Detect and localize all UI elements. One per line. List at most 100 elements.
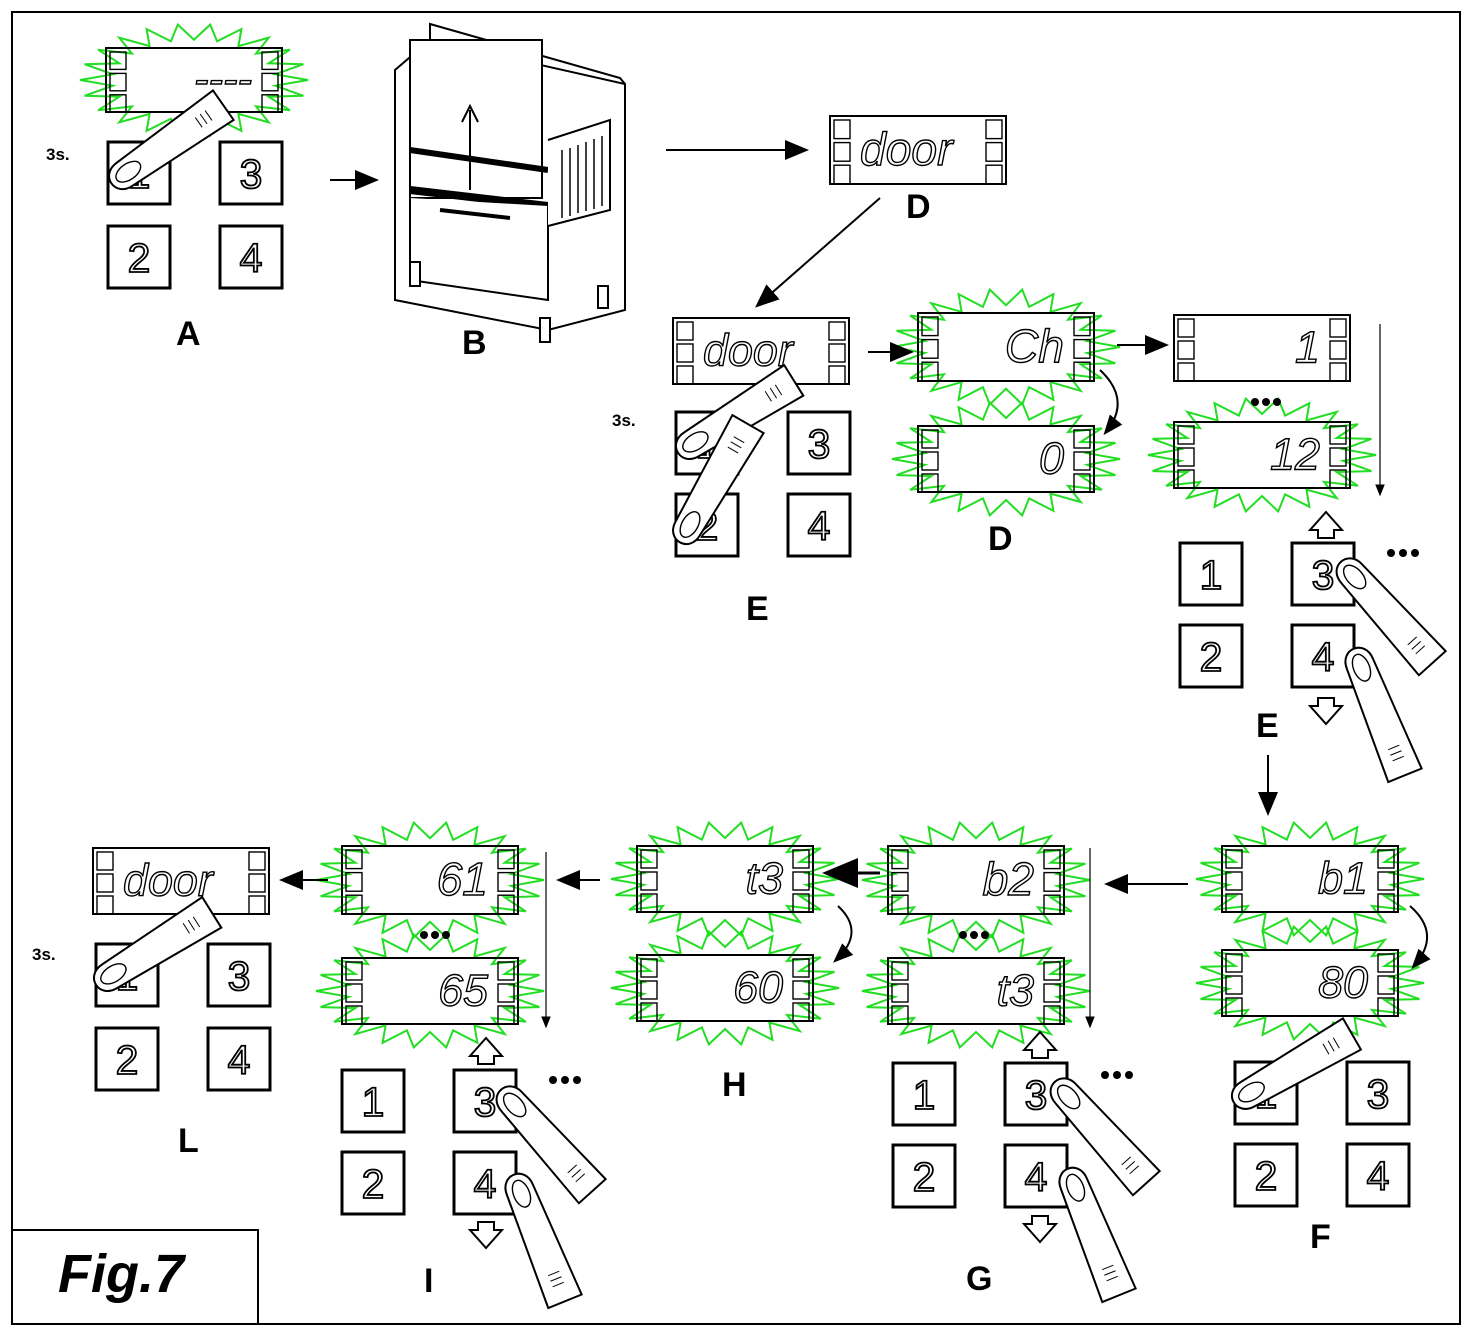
flash-burst (1195, 820, 1425, 938)
key-frame (1233, 1142, 1299, 1208)
display-text: 0 (1039, 433, 1064, 484)
indicator-right (1377, 953, 1395, 973)
key-2[interactable]: 2 (891, 1143, 957, 1209)
indicator-right (248, 895, 266, 915)
finger-lines (1322, 1037, 1340, 1055)
indicator-right (1043, 894, 1061, 915)
indicator-left (640, 849, 658, 869)
indicator-right (828, 343, 846, 363)
finger-lines (194, 110, 213, 128)
indicator-left (921, 451, 939, 471)
key-3[interactable]: 3 (1003, 1061, 1069, 1127)
key-4[interactable]: 4 (1345, 1142, 1411, 1208)
key-number: 2 (1200, 634, 1223, 680)
hold-time-label: 3s. (32, 945, 56, 964)
key-3[interactable]: 3 (1345, 1060, 1411, 1126)
key-frame (218, 224, 284, 290)
key-2[interactable]: 2 (1178, 623, 1244, 689)
display-frame (341, 845, 519, 915)
indicator-left (921, 316, 939, 337)
key-3[interactable]: 3 (1290, 541, 1356, 607)
key-4[interactable]: 4 (1290, 623, 1356, 689)
display-I-top: 61 (315, 820, 545, 940)
key-1[interactable]: 1 (1178, 541, 1244, 607)
indicator-right (261, 72, 279, 92)
key-2[interactable]: 2 (106, 224, 172, 290)
indicator-right (1377, 893, 1395, 913)
finger-icon (675, 363, 805, 460)
finger-lines (182, 916, 201, 934)
display-E2-top: 1 (1173, 314, 1351, 382)
indicator-left (921, 473, 939, 493)
indicator-left (921, 429, 939, 449)
finger-icon (504, 1172, 583, 1310)
key-number: 4 (808, 503, 831, 549)
key-frame (340, 1150, 406, 1216)
arrow-up-icon (1021, 1030, 1059, 1059)
key-3[interactable]: 3 (218, 140, 284, 206)
finger-lines (1407, 636, 1426, 655)
dishwasher-machine (394, 22, 626, 343)
flash-burst (610, 820, 840, 938)
indicator-left (1177, 362, 1195, 382)
indicator-right (248, 873, 266, 893)
key-4[interactable]: 4 (218, 224, 284, 290)
key-4[interactable]: 4 (206, 1026, 272, 1092)
indicator-right (248, 851, 266, 871)
key-4[interactable]: 4 (786, 492, 852, 558)
indicator-right (1377, 849, 1395, 869)
key-number: 3 (474, 1079, 497, 1125)
hold-time-label: 3s. (612, 411, 636, 430)
indicator-right (985, 164, 1003, 185)
display-frame (917, 425, 1095, 493)
display-G-bottom: t3 (861, 932, 1091, 1050)
key-frame (1345, 1142, 1411, 1208)
key-4[interactable]: 4 (1003, 1143, 1069, 1209)
arrow-down-icon (1021, 1215, 1059, 1244)
key-number: 1 (913, 1072, 936, 1118)
display-frame (636, 954, 814, 1022)
indicator-left (640, 1002, 658, 1022)
display-text: 65 (438, 965, 489, 1016)
flash-burst (861, 820, 1091, 940)
indicator-left (345, 871, 363, 892)
key-frame (891, 1061, 957, 1127)
outer-frame (11, 11, 1461, 1325)
indicator-left (640, 871, 658, 891)
indicator-right (261, 94, 279, 113)
finger-lines (567, 1164, 586, 1183)
key-3[interactable]: 3 (206, 942, 272, 1008)
display-D1: door (829, 115, 1007, 185)
key-2[interactable]: 2 (1233, 1142, 1299, 1208)
flash-burst (315, 820, 545, 940)
indicator-right (1043, 1005, 1061, 1025)
fingernail (682, 431, 709, 453)
display-G-top: b2 (861, 820, 1091, 940)
key-1[interactable]: 1 (891, 1061, 957, 1127)
key-3[interactable]: 3 (786, 410, 852, 476)
indicator-right (792, 893, 810, 913)
finger-icon (672, 413, 765, 546)
finger-lines (1387, 744, 1404, 762)
display-text: 12 (1270, 429, 1320, 480)
indicator-left (891, 871, 909, 892)
indicator-left (345, 894, 363, 915)
key-2[interactable]: 2 (340, 1150, 406, 1216)
indicator-right (1377, 871, 1395, 891)
indicator-left (921, 338, 939, 359)
key-number: 3 (228, 953, 251, 999)
indicator-left (1177, 447, 1195, 467)
indicator-right (792, 871, 810, 891)
display-F-bottom: 80 (1195, 924, 1425, 1042)
indicator-right (497, 849, 515, 870)
key-number: 4 (474, 1161, 497, 1207)
finger-icon (1058, 1166, 1137, 1304)
indicator-left (1177, 469, 1195, 489)
indicator-left (1225, 871, 1243, 891)
key-number: 1 (1200, 552, 1223, 598)
key-2[interactable]: 2 (94, 1026, 160, 1092)
key-frame (1178, 623, 1244, 689)
key-1[interactable]: 1 (340, 1068, 406, 1134)
keypad: 1 3 2 4 (340, 1068, 518, 1216)
